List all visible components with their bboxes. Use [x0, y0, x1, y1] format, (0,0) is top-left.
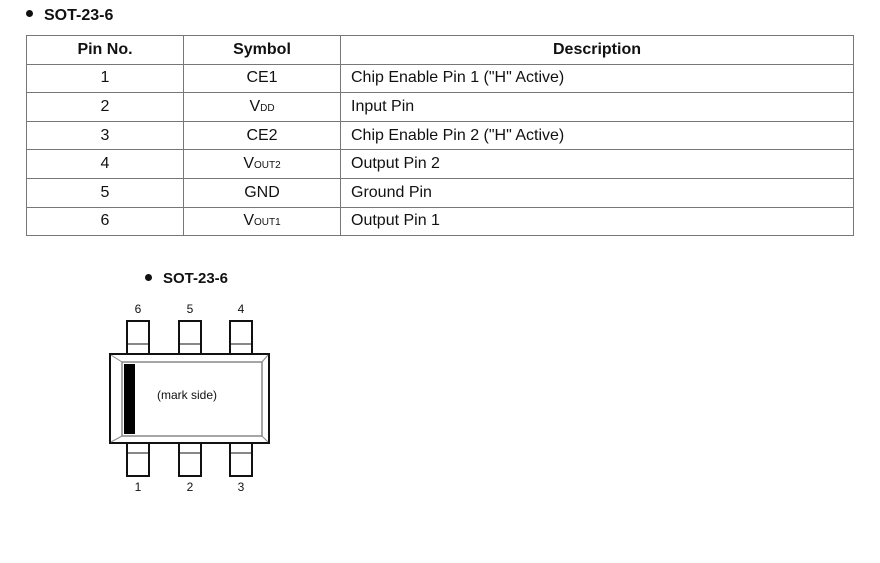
pin1-marker-bar: [124, 364, 135, 434]
bullet-icon: [145, 273, 152, 281]
pin-symbol: VOUT1: [183, 206, 341, 237]
symbol-subscript: OUT1: [254, 217, 281, 229]
bullet-icon: [26, 10, 33, 18]
symbol-base: V: [243, 155, 254, 173]
table-row: 3 CE2 Chip Enable Pin 2 ("H" Active): [26, 120, 854, 151]
pin-label-4: 4: [237, 302, 245, 316]
pin-number: 2: [26, 92, 184, 122]
symbol-base: GND: [244, 183, 280, 201]
pin-number: 6: [26, 206, 184, 237]
symbol-base: V: [249, 97, 261, 115]
diagram-title-text: SOT-23-6: [163, 270, 229, 287]
symbol-subscript: OUT2: [254, 160, 281, 172]
pin-number: 1: [26, 63, 184, 94]
pin-symbol: CE1: [183, 63, 341, 94]
pin-2-lead: [178, 442, 202, 477]
pin-label-5: 5: [186, 302, 194, 316]
pin-3-lead: [229, 442, 253, 477]
pin-number: 4: [26, 149, 184, 179]
pin-5-lead: [178, 320, 202, 355]
pin-number: 5: [26, 177, 184, 208]
pin-description: Output Pin 2: [340, 149, 854, 179]
pin-description: Input Pin: [340, 92, 854, 122]
pin-symbol: GND: [183, 177, 341, 208]
pin-symbol: CE2: [183, 120, 341, 151]
section-title: SOT-23-6: [26, 7, 113, 25]
pin-4-lead: [229, 320, 253, 355]
header-pin-no: Pin No.: [26, 35, 184, 65]
mark-side-label: (mark side): [157, 388, 218, 402]
pin-label-6: 6: [134, 302, 142, 316]
symbol-base: CE1: [246, 69, 278, 87]
pin-label-3: 3: [237, 480, 245, 494]
symbol-subscript: DD: [260, 102, 275, 114]
table-row: 1 CE1 Chip Enable Pin 1 ("H" Active): [26, 63, 854, 94]
pin-number: 3: [26, 120, 184, 151]
header-symbol: Symbol: [183, 35, 341, 65]
pin-description: Output Pin 1: [340, 206, 854, 237]
pin-description: Chip Enable Pin 2 ("H" Active): [340, 120, 854, 151]
package-inner-bevel: [121, 361, 263, 437]
pin-symbol: VDD: [183, 92, 341, 122]
pin-description: Chip Enable Pin 1 ("H" Active): [340, 63, 854, 94]
pin-label-2: 2: [186, 480, 194, 494]
symbol-base: V: [243, 212, 254, 230]
symbol-base: CE2: [246, 126, 278, 144]
pin-6-lead: [126, 320, 150, 355]
bottom-pins: [126, 442, 253, 477]
section-title-text: SOT-23-6: [44, 7, 114, 24]
top-pins: [126, 320, 253, 355]
pin-1-lead: [126, 442, 150, 477]
table-header-row: Pin No. Symbol Description: [26, 35, 854, 65]
bevel-corner-lines: [110, 354, 269, 443]
diagram-title: SOT-23-6: [145, 270, 228, 287]
pin-label-1: 1: [134, 480, 142, 494]
